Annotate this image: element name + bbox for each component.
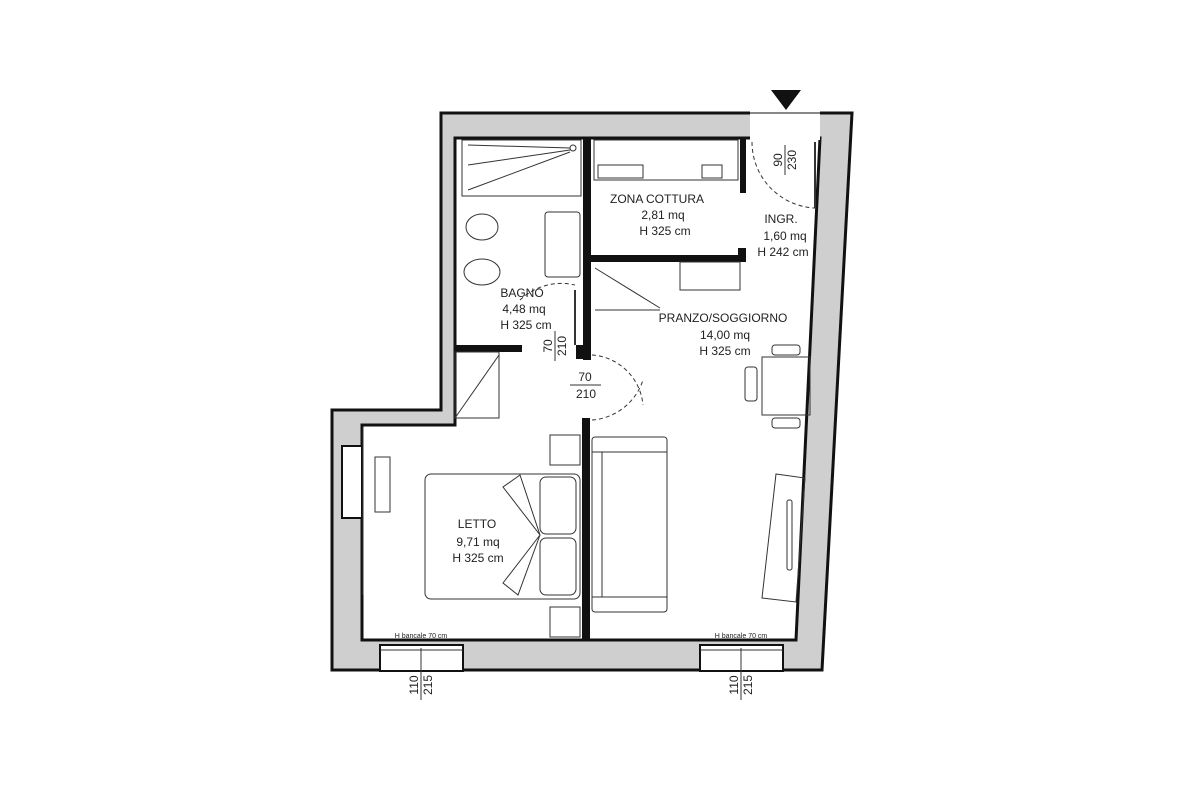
entrance-door-swing [751, 141, 816, 209]
room-label-zona-cottura: ZONA COTTURA 2,81 mq H 325 cm [610, 192, 704, 238]
door-dimension-bedroom: 70 210 [570, 370, 601, 401]
window-dimension-bedroom: 110 215 [407, 675, 435, 695]
svg-text:BAGNO: BAGNO [500, 286, 543, 300]
desk [374, 456, 391, 513]
svg-text:230: 230 [785, 150, 799, 170]
shower-tray [461, 139, 582, 197]
tv-unit [761, 473, 806, 603]
svg-text:9,71 mq: 9,71 mq [456, 535, 499, 549]
wall-kitchen-entry [740, 138, 746, 193]
room-label-letto: LETTO 9,71 mq H 325 cm [452, 517, 503, 565]
svg-text:1,60 mq: 1,60 mq [763, 229, 806, 243]
svg-text:H 325 cm: H 325 cm [500, 318, 551, 332]
svg-text:110: 110 [727, 675, 741, 694]
svg-text:ZONA COTTURA: ZONA COTTURA [610, 192, 704, 206]
dining-table [761, 356, 811, 416]
toilet [465, 213, 499, 241]
svg-text:4,48 mq: 4,48 mq [502, 302, 545, 316]
wall-kitchen-living [591, 255, 746, 262]
bidet [463, 258, 501, 286]
svg-text:110: 110 [407, 675, 421, 694]
svg-text:210: 210 [576, 387, 596, 401]
svg-text:210: 210 [555, 336, 569, 356]
svg-text:INGR.: INGR. [764, 212, 797, 226]
window-sill-label-bedroom: H bancale 70 cm [395, 633, 448, 640]
room-label-bagno: BAGNO 4,48 mq H 325 cm [500, 286, 551, 332]
svg-text:H 325 cm: H 325 cm [639, 224, 690, 238]
svg-text:215: 215 [421, 675, 435, 695]
svg-text:14,00 mq: 14,00 mq [700, 328, 750, 342]
svg-text:H 325 cm: H 325 cm [699, 344, 750, 358]
wall-bath-bottom [455, 345, 522, 352]
double-bed [424, 473, 581, 600]
svg-text:2,81 mq: 2,81 mq [641, 208, 684, 222]
entrance-arrow-icon [771, 90, 801, 110]
wall-bath-kitchen [583, 138, 591, 360]
svg-text:LETTO: LETTO [458, 517, 496, 531]
svg-text:PRANZO/SOGGIORNO: PRANZO/SOGGIORNO [659, 311, 788, 325]
entrance-opening [750, 111, 820, 140]
sink [544, 211, 581, 278]
room-label-pranzo-soggiorno: PRANZO/SOGGIORNO 14,00 mq H 325 cm [659, 311, 788, 358]
window-sill-label-living: H bancale 70 cm [715, 633, 768, 640]
door-dimension-entrance: 90 230 [771, 145, 799, 175]
svg-text:70: 70 [578, 370, 592, 384]
window-dimension-living: 110 215 [727, 675, 755, 695]
svg-text:70: 70 [541, 339, 555, 353]
svg-text:H 325 cm: H 325 cm [452, 551, 503, 565]
room-label-ingresso: INGR. 1,60 mq H 242 cm [757, 212, 808, 259]
door-dimension-bathroom: 70 210 [541, 331, 569, 361]
svg-text:215: 215 [741, 675, 755, 695]
svg-text:H 242 cm: H 242 cm [757, 245, 808, 259]
window-side [341, 445, 363, 519]
svg-text:90: 90 [771, 153, 785, 167]
kitchen-counter [593, 139, 739, 181]
wall-bed-living [582, 418, 590, 640]
sofa-bed [591, 436, 668, 613]
